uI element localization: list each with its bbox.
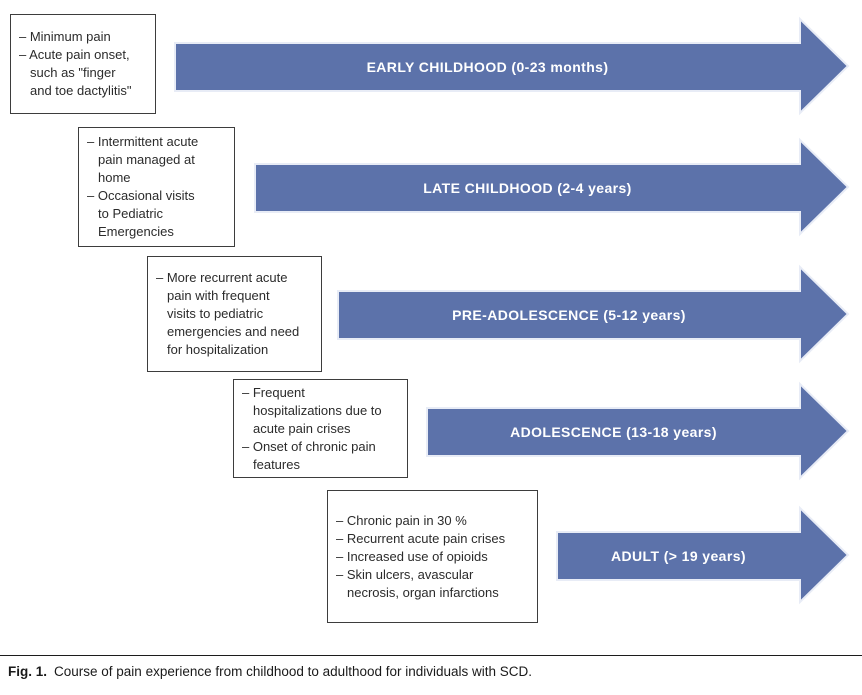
stage-arrow-label: PRE-ADOLESCENCE (5-12 years) (452, 307, 686, 323)
right-arrow-polygon (254, 137, 850, 237)
stage-arrow-pre-adolescence: PRE-ADOLESCENCE (5-12 years) (337, 264, 850, 364)
note-item: – Minimum pain (19, 29, 111, 44)
note-item: – Intermittent acute pain managed at hom… (87, 134, 199, 185)
right-arrow-shape (254, 137, 850, 237)
right-arrow-shape (556, 505, 850, 605)
stage-notes-box-adult: – Chronic pain in 30 % – Recurrent acute… (327, 490, 538, 623)
stage-notes-box-late-childhood: – Intermittent acute pain managed at hom… (78, 127, 235, 247)
note-item: – Chronic pain in 30 % (336, 512, 467, 528)
note-item: – Onset of chronic pain features (242, 438, 376, 472)
stage-notes-box-adolescence: – Frequent hospitalizations due to acute… (233, 379, 408, 478)
right-arrow-polygon (174, 16, 850, 116)
note-item: – Frequent hospitalizations due to acute… (242, 384, 382, 436)
stage-notes-box-pre-adolescence: – More recurrent acute pain with frequen… (147, 256, 322, 372)
figure-caption-text: Course of pain experience from childhood… (54, 664, 533, 679)
stage-arrow-late-childhood: LATE CHILDHOOD (2-4 years) (254, 137, 850, 237)
note-item: – Increased use of opioids (336, 548, 488, 564)
stage-arrow-adult: ADULT (> 19 years) (556, 505, 850, 605)
note-item: – Acute pain onset, such as "finger and … (19, 47, 132, 98)
stage-arrow-early-childhood: EARLY CHILDHOOD (0-23 months) (174, 16, 850, 116)
stage-arrow-label: EARLY CHILDHOOD (0-23 months) (366, 59, 609, 75)
stage-notes-box-early-childhood: – Minimum pain – Acute pain onset, such … (10, 14, 156, 114)
right-arrow-polygon (337, 264, 850, 364)
right-arrow-shape (426, 381, 850, 481)
right-arrow-shape (174, 16, 850, 116)
stage-arrow-label: LATE CHILDHOOD (2-4 years) (423, 180, 632, 196)
note-item: – Occasional visits to Pediatric Emergen… (87, 188, 195, 239)
right-arrow-polygon (426, 381, 850, 481)
figure-caption: Fig. 1. Course of pain experience from ch… (8, 663, 854, 681)
note-item: – More recurrent acute pain with frequen… (156, 270, 300, 357)
note-item: – Skin ulcers, avascular necrosis, organ… (336, 566, 499, 600)
note-item: – Recurrent acute pain crises (336, 530, 506, 546)
right-arrow-polygon (556, 505, 850, 605)
stage-arrow-label: ADOLESCENCE (13-18 years) (510, 424, 717, 440)
stage-arrow-label: ADULT (> 19 years) (611, 548, 746, 564)
figure-caption-label: Fig. 1. (8, 664, 48, 679)
right-arrow-shape (337, 264, 850, 364)
stage-arrow-adolescence: ADOLESCENCE (13-18 years) (426, 381, 850, 481)
caption-divider (0, 655, 862, 656)
